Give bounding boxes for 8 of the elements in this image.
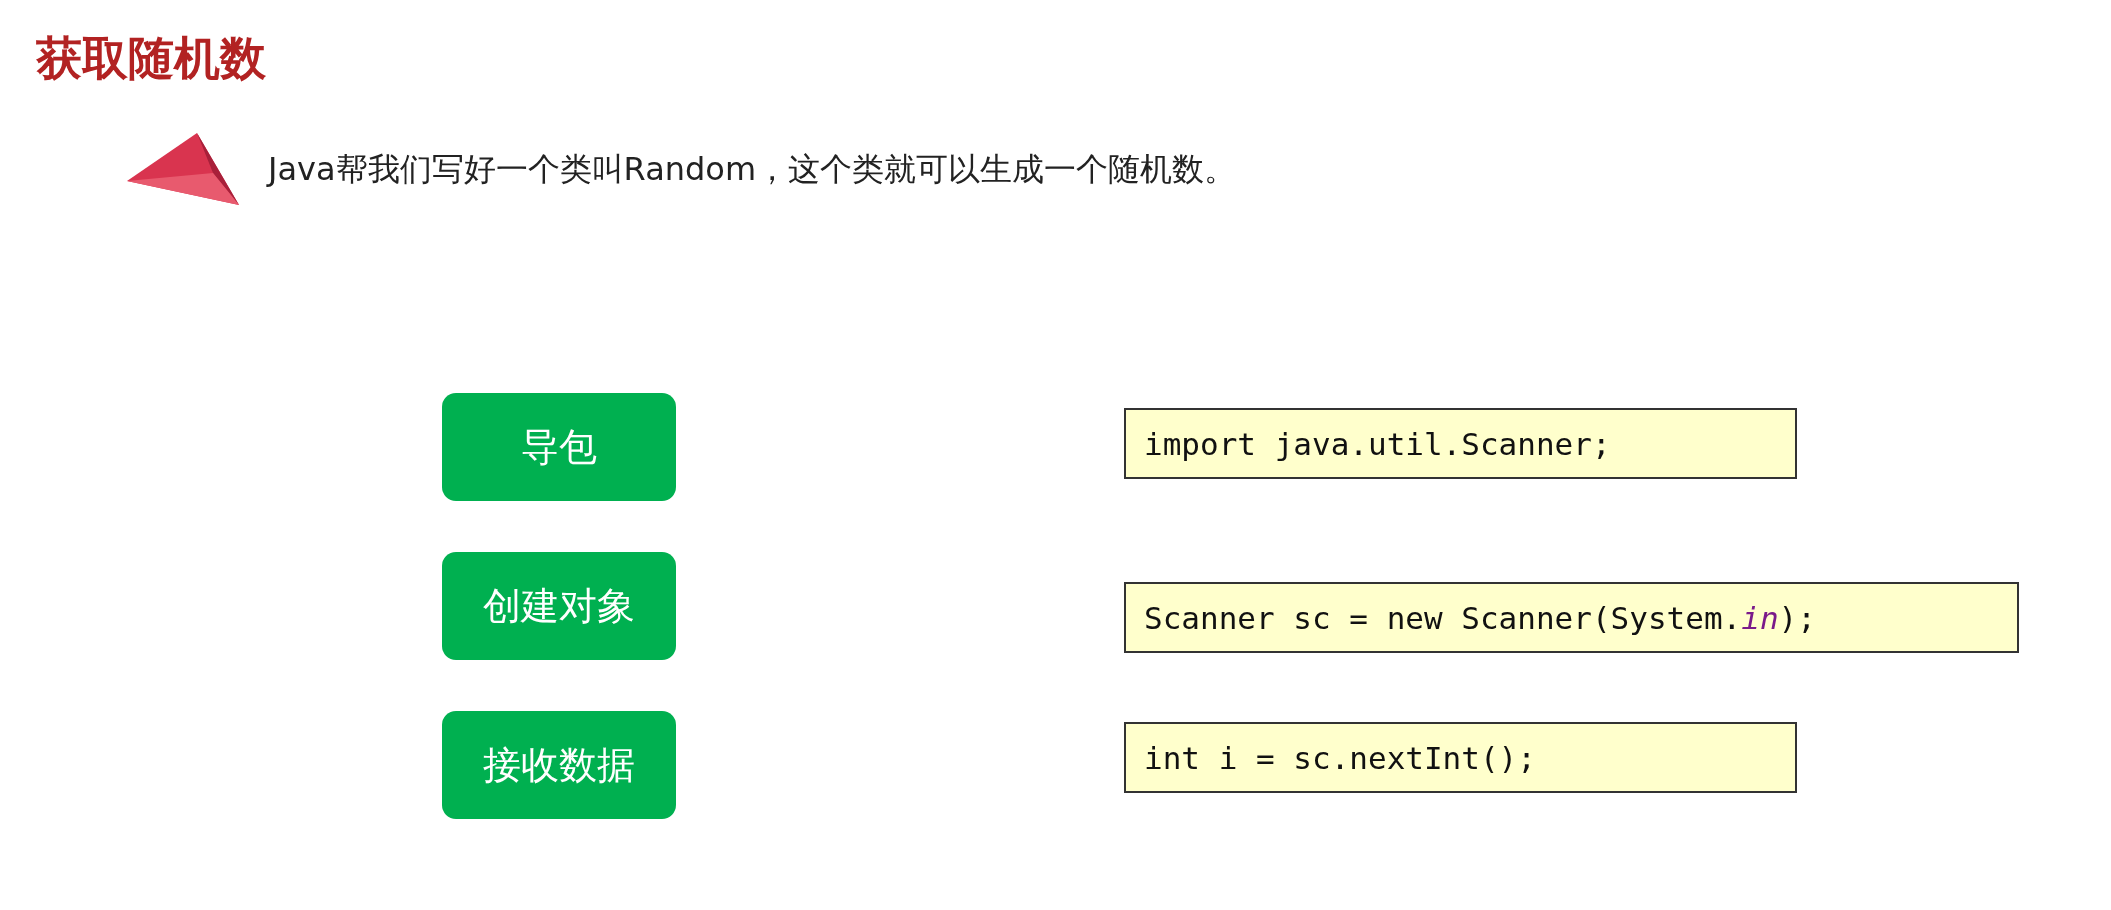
code-box: Scanner sc = new Scanner(System.in); [1124,582,2019,653]
code-box: int i = sc.nextInt(); [1124,722,1797,793]
step-box: 接收数据 [442,711,676,819]
step-box: 导包 [442,393,676,501]
description-text: Java帮我们写好一个类叫Random，这个类就可以生成一个随机数。 [268,149,1237,190]
step-box: 创建对象 [442,552,676,660]
slide-title: 获取随机数 [36,30,266,87]
code-box: import java.util.Scanner; [1124,408,1797,479]
